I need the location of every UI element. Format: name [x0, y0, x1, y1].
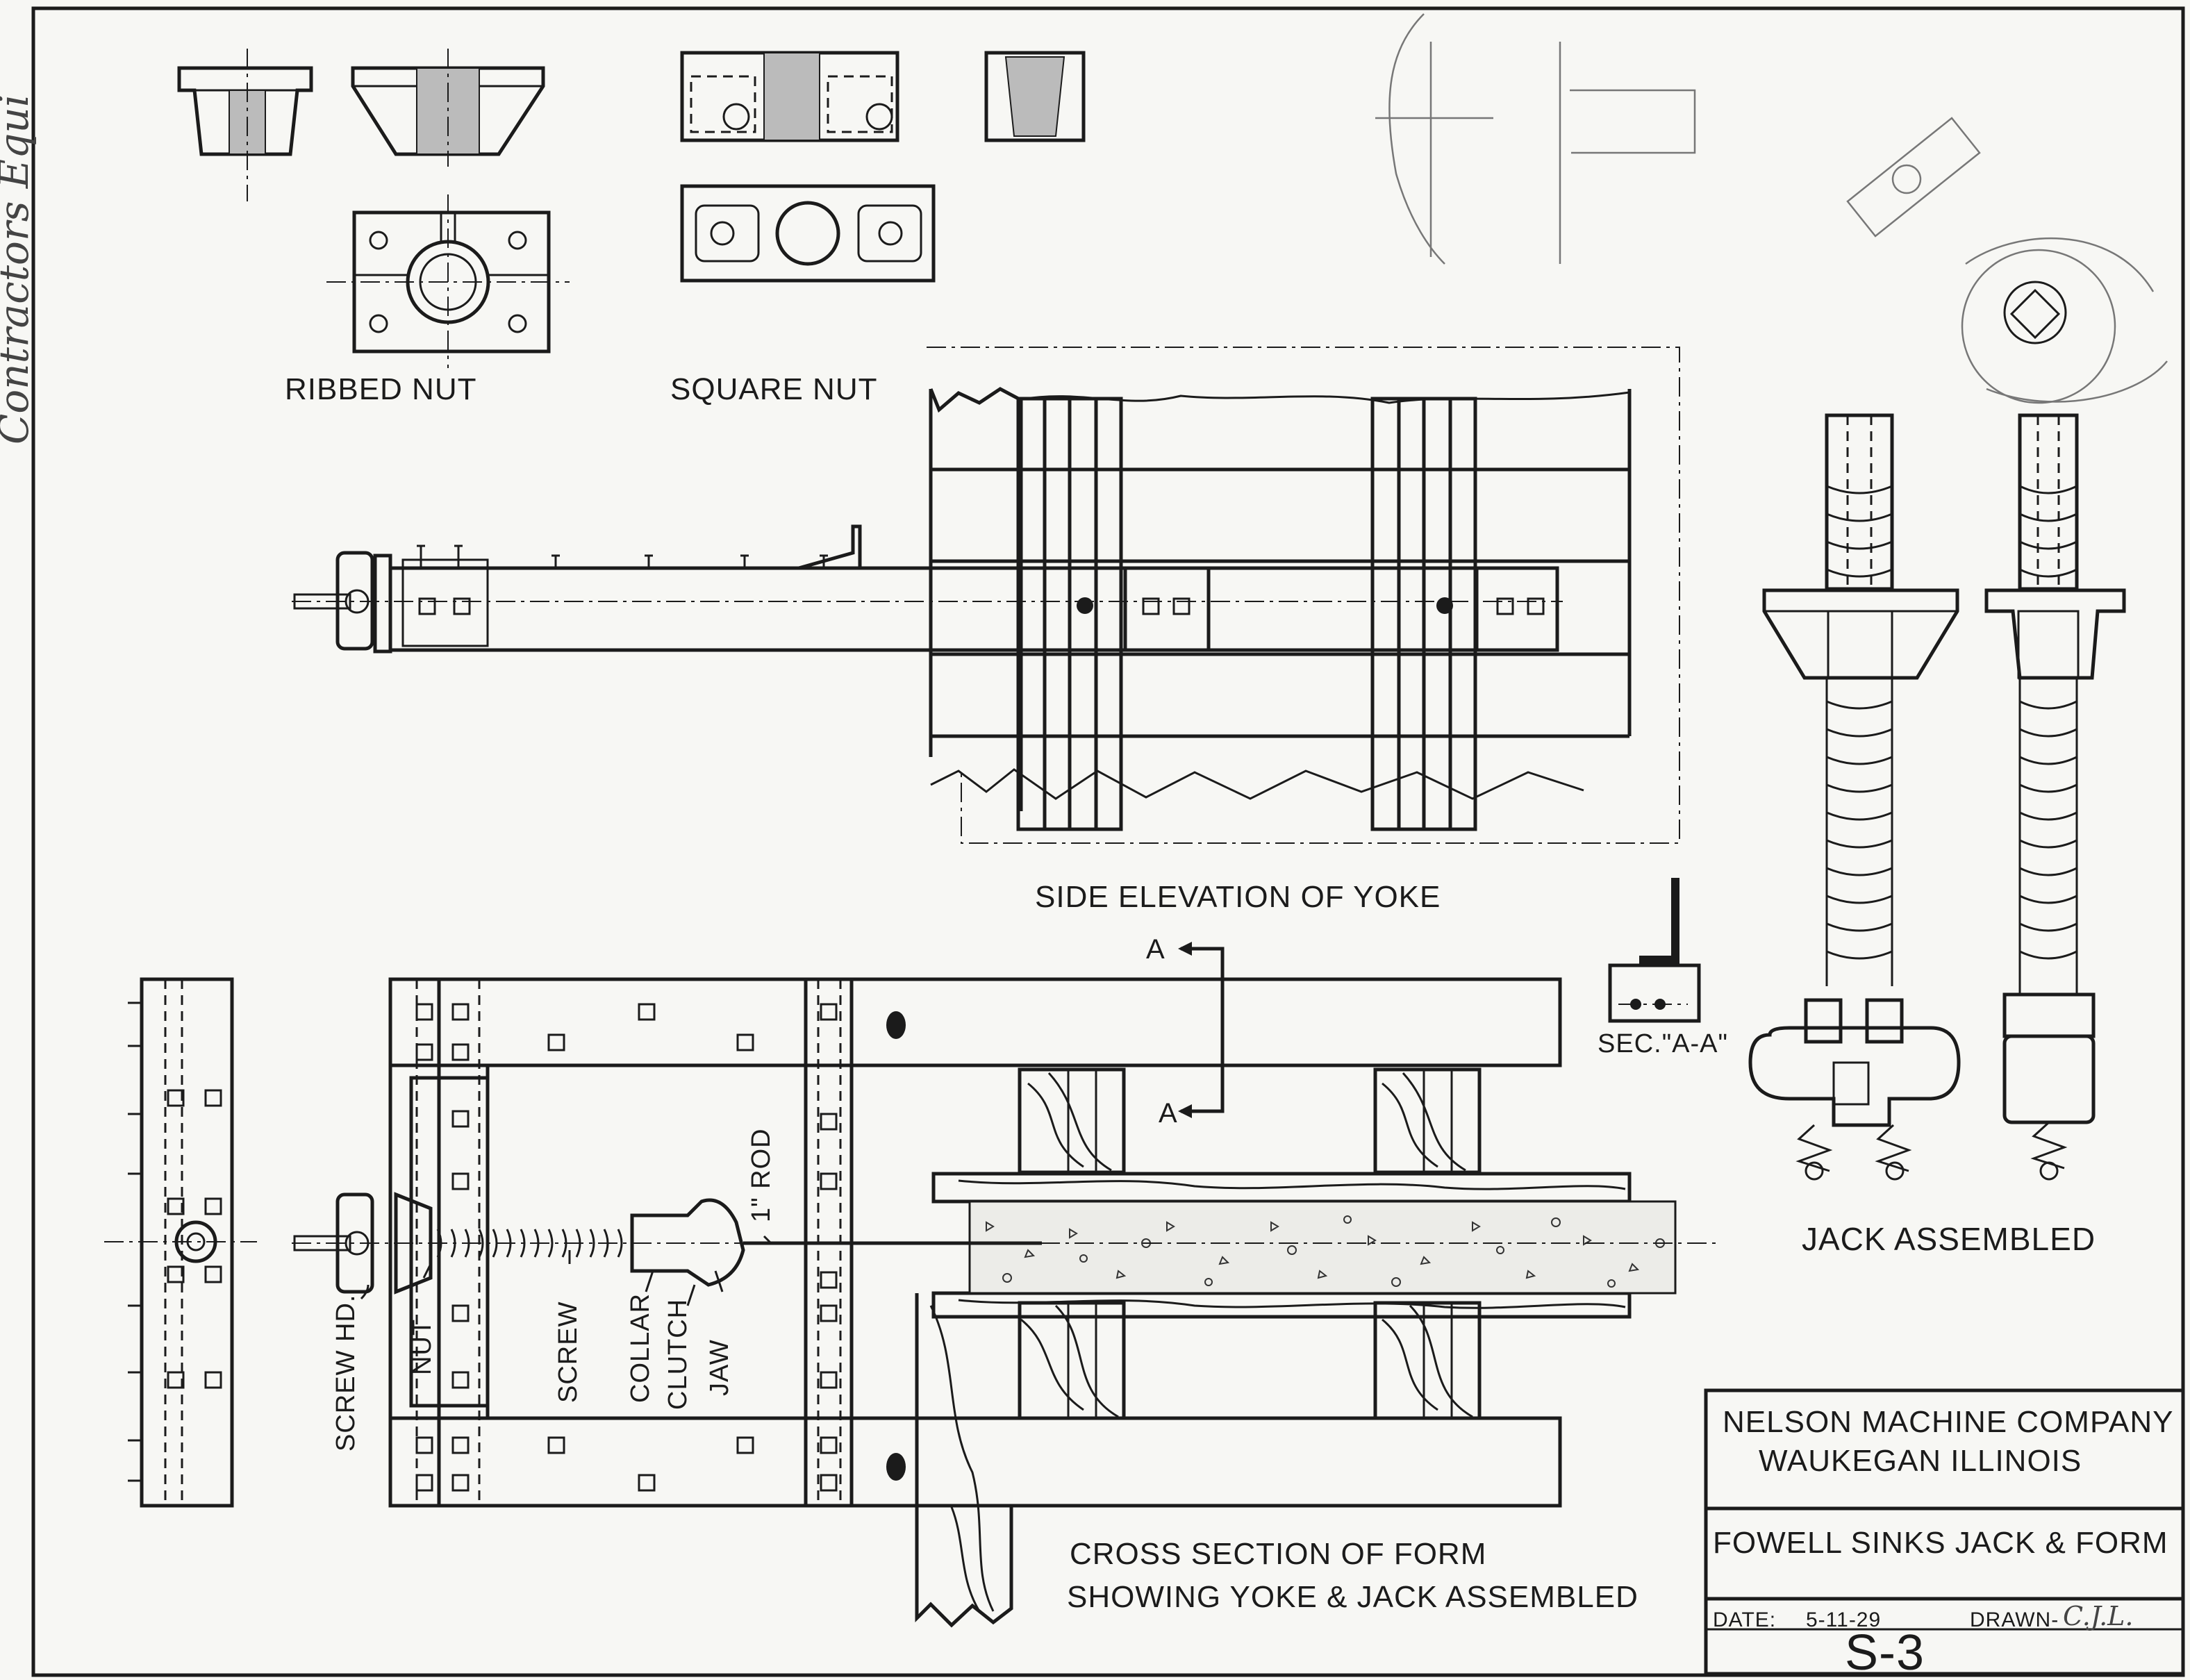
side-elevation-of-yoke: [292, 347, 1680, 844]
square-nut-views: [680, 51, 1086, 283]
title-date: 5-11-29: [1806, 1608, 1881, 1631]
jack-assembled-label: JACK ASSEMBLED: [1802, 1221, 2096, 1257]
title-drawn-label: DRAWN-: [1970, 1608, 2059, 1631]
title-date-label: DATE:: [1713, 1608, 1776, 1631]
title-block: [1704, 1388, 2185, 1676]
section-marker-bottom: A: [1159, 1098, 1178, 1129]
pencil-sketches: [1375, 13, 2168, 404]
callout-collar: COLLAR: [626, 1293, 655, 1403]
cross-section-of-form: [292, 977, 1716, 1628]
callout-jaw: JAW: [705, 1339, 734, 1396]
margin-note: Contractors Equi: [0, 94, 38, 444]
title-company: NELSON MACHINE COMPANY: [1723, 1405, 2174, 1439]
callout-nut: NUT: [408, 1319, 437, 1375]
title-location: WAUKEGAN ILLINOIS: [1759, 1444, 2082, 1478]
section-aa-label: SEC."A-A": [1598, 1029, 1728, 1058]
cross-section-label-line1: CROSS SECTION OF FORM: [1070, 1537, 1486, 1571]
callout-rod: 1" ROD: [747, 1128, 776, 1222]
jack-assembled-view: [1748, 413, 2126, 1181]
cross-section-label-line2: SHOWING YOKE & JACK ASSEMBLED: [1067, 1580, 1639, 1614]
square-nut-label: SQUARE NUT: [670, 372, 877, 406]
ribbed-nut-views: [177, 49, 570, 368]
section-marker-top: A: [1146, 934, 1165, 965]
callout-screw-hd: SCREW HD.: [331, 1295, 360, 1452]
title-sheet-number: S-3: [1845, 1625, 1925, 1680]
section-cut-line: [1178, 942, 1225, 1118]
yoke-end-view: [104, 977, 257, 1508]
title-drawing-name: FOWELL SINKS JACK & FORM: [1713, 1526, 2168, 1560]
side-elevation-label: SIDE ELEVATION OF YOKE: [1035, 880, 1441, 914]
callout-clutch: CLUTCH: [663, 1299, 692, 1410]
sheet-border: [31, 6, 2185, 1677]
section-aa-view: [1608, 878, 1701, 1023]
part-callouts: SCREW HD. NUT SCREW COLLAR CLUTCH JAW 1"…: [331, 1128, 776, 1452]
callout-screw: SCREW: [554, 1301, 583, 1403]
title-drawn-by: C.J.L.: [2063, 1601, 2133, 1631]
ribbed-nut-label: RIBBED NUT: [285, 372, 476, 406]
